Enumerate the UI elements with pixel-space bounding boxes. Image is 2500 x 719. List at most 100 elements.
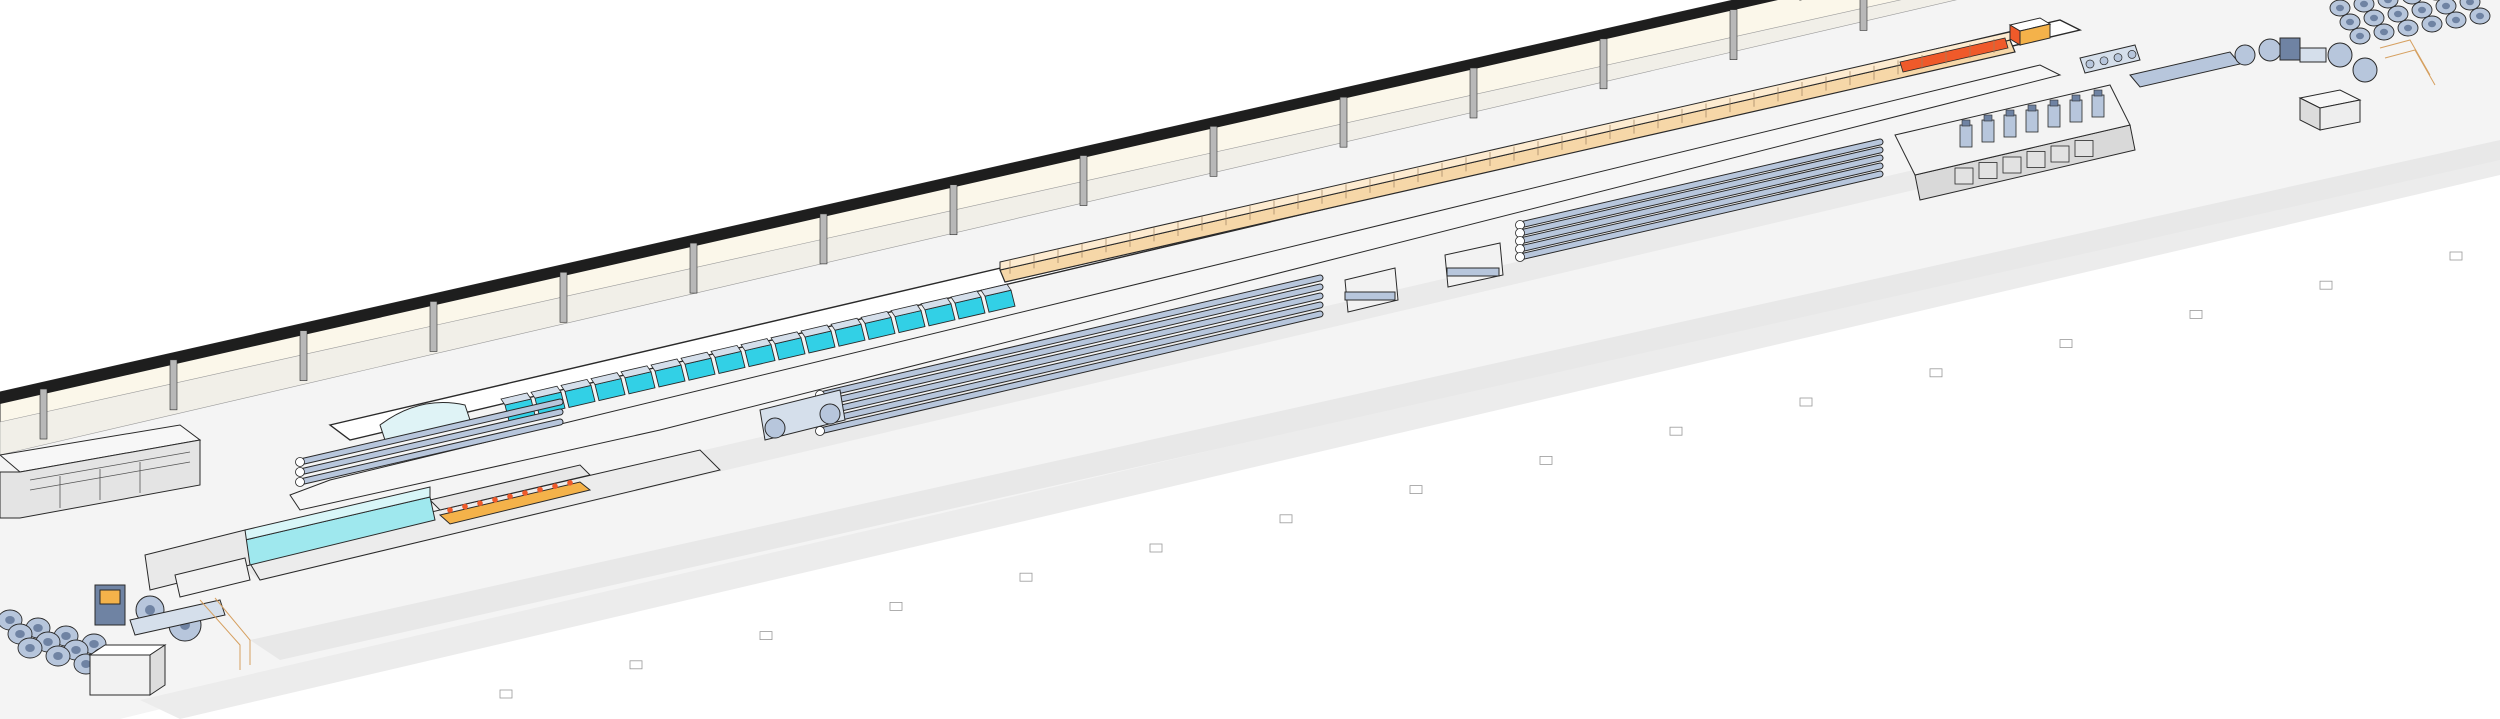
wall-post [1859, 0, 1868, 31]
steel-coil-core [25, 644, 35, 652]
mill-stands [1959, 89, 2105, 148]
roller-pipe [817, 284, 1323, 407]
lower-heating-section [144, 464, 592, 591]
cooling-chamber-cap [680, 351, 712, 365]
steel-coil-core [2356, 32, 2364, 40]
floor-marker [759, 631, 773, 640]
exit-roller [2085, 59, 2095, 69]
roller-pipe [817, 302, 1323, 425]
uncoiler-icon [88, 557, 251, 696]
finishing-mill-area [1894, 84, 2136, 201]
mill-stand-top [2027, 104, 2037, 112]
heater-hot-dot [522, 490, 528, 496]
heater-hot-dot [552, 483, 558, 490]
steel-coil-core [89, 640, 99, 648]
heater-hot-dots [447, 480, 573, 513]
entry-housing [144, 529, 251, 591]
cooling-chamber-cap [530, 385, 562, 399]
mill-stand [2003, 114, 2017, 138]
exit-roller [2113, 53, 2123, 62]
roller-pipe [1517, 171, 1883, 260]
floor-marker [1929, 368, 1943, 378]
steel-coil-core [2360, 0, 2368, 8]
cooling-arched-hood [379, 402, 471, 441]
roller-pipe [817, 293, 1323, 416]
back-wall [0, 0, 1957, 456]
roller-pipe [297, 419, 563, 485]
roller-pipe [817, 275, 1323, 398]
floor-marker [629, 660, 643, 670]
mill-stand-top [2093, 89, 2103, 97]
roller-pipe [1517, 139, 1883, 228]
heater-hot-dot [567, 480, 573, 486]
mill-cabinet [2074, 140, 2094, 157]
steel-coil-core [2346, 18, 2354, 26]
mill-cabinet [1978, 162, 1998, 179]
mill-stand-top [2005, 109, 2015, 117]
wall-post [559, 271, 568, 323]
cooling-chamber-cap [890, 304, 922, 318]
wall-post [689, 242, 698, 294]
roller-pipe-end [295, 467, 305, 477]
steel-coil [2377, 0, 2399, 9]
mill-stand [2069, 99, 2083, 123]
coil-stack-right-icon [2329, 0, 2491, 45]
mill-cabinet [2026, 151, 2046, 168]
steel-coil-core [5, 616, 15, 624]
roller-pipe [817, 311, 1323, 434]
roller-pipe [297, 399, 563, 465]
floor-shadow-band-1 [250, 140, 2500, 660]
cooling-chamber-cap [950, 290, 982, 304]
floor-marker [2319, 280, 2333, 290]
mill-stand-top [2071, 94, 2081, 102]
mill-stand [1959, 124, 1973, 148]
floor-markers [499, 251, 2463, 699]
heater-hot-dot [492, 497, 498, 503]
steel-coil-core [2466, 0, 2474, 6]
floor-marker [1539, 455, 1553, 465]
upper-furnace-track [999, 31, 2016, 283]
steel-coil-core [2428, 20, 2436, 28]
cooling-chamber-cap [560, 378, 592, 392]
cooling-chamber-cap [980, 283, 1012, 297]
wall-post [1469, 67, 1478, 119]
heater-orange-bed [438, 481, 592, 525]
steel-coil-core [53, 652, 63, 660]
wall-lower-strip [0, 0, 1957, 456]
steel-coil-core [2404, 24, 2412, 32]
furnace-ribs [1009, 38, 1995, 274]
cooling-chamber-cap [920, 297, 952, 311]
steel-coil-core [2380, 28, 2388, 36]
right-control-building [2298, 89, 2362, 131]
mill-stand [2047, 104, 2061, 128]
exit-conveyor [2079, 44, 2141, 74]
roller-pipe-end [295, 477, 305, 487]
heater-hot-dot [462, 503, 468, 510]
heater-hot-dot [477, 500, 483, 507]
roller-pipe [297, 409, 563, 475]
roller-pipe-end [1515, 252, 1525, 262]
control-cabin-icon [2008, 17, 2052, 46]
exit-roller [2127, 50, 2137, 59]
wall-post [1729, 9, 1738, 60]
wall-post [39, 388, 48, 440]
mill-stand [2091, 94, 2105, 118]
mill-cabinet [2050, 145, 2070, 163]
cooling-chamber-cap [800, 324, 832, 338]
cooling-chamber-cap [740, 338, 772, 352]
cooling-chamber-row [379, 283, 1016, 441]
steel-coil-core [2384, 0, 2392, 4]
transfer-structures [759, 242, 1504, 441]
roller-pipe-end [295, 457, 305, 467]
wall-post [429, 301, 438, 352]
wall-post [949, 184, 958, 236]
roller-bed-right [1515, 138, 1884, 262]
mill-stand-top [1961, 119, 1971, 127]
floor-marker [1149, 543, 1163, 553]
roller-pipe [1517, 163, 1883, 252]
floor-marker [889, 602, 903, 611]
steel-coil-core [2394, 10, 2402, 18]
mill-cabinet [1954, 167, 1974, 185]
heater-housing [429, 464, 591, 511]
